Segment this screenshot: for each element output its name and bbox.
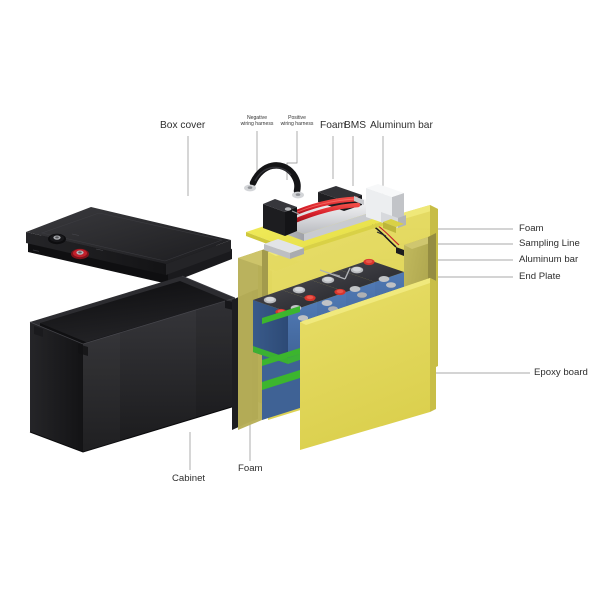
box-cover-part — [26, 207, 232, 284]
separator-strip — [262, 348, 300, 366]
separator-strip — [262, 306, 300, 324]
label-foam-bottom: Foam — [238, 463, 263, 474]
label-negative-wiring-harness: Negative wiring harness — [236, 115, 278, 128]
label-epoxy-board: Epoxy board — [534, 367, 588, 378]
label-bms: BMS — [344, 120, 367, 131]
harness-lug-left — [244, 184, 256, 192]
negative-wiring-harness-part — [244, 162, 304, 199]
label-positive-line2: wiring harness — [280, 121, 314, 128]
label-box-cover: Box cover — [160, 120, 206, 131]
label-aluminum-bar-top: Aluminum bar — [370, 120, 433, 131]
positive-wiring-harness-part — [263, 199, 300, 236]
label-foam-top: Foam — [320, 120, 347, 131]
harness-lug-right — [292, 191, 304, 199]
label-cabinet: Cabinet — [172, 473, 206, 484]
epoxy-board-front — [300, 278, 436, 450]
cabinet-part — [29, 275, 236, 453]
label-foam-right: Foam — [519, 223, 544, 234]
label-aluminum-bar-right: Aluminum bar — [519, 254, 579, 265]
foam-tab-right — [383, 219, 404, 233]
label-positive-wiring-harness: Positive wiring harness — [276, 115, 318, 128]
label-sampling-line: Sampling Line — [519, 238, 580, 249]
label-negative-line2: wiring harness — [240, 121, 274, 128]
cover-positive-terminal — [71, 248, 89, 260]
label-end-plate: End Plate — [519, 271, 561, 282]
cover-negative-terminal — [48, 233, 66, 245]
label-positive-line1: Positive — [288, 115, 306, 121]
label-negative-line1: Negative — [246, 115, 268, 121]
